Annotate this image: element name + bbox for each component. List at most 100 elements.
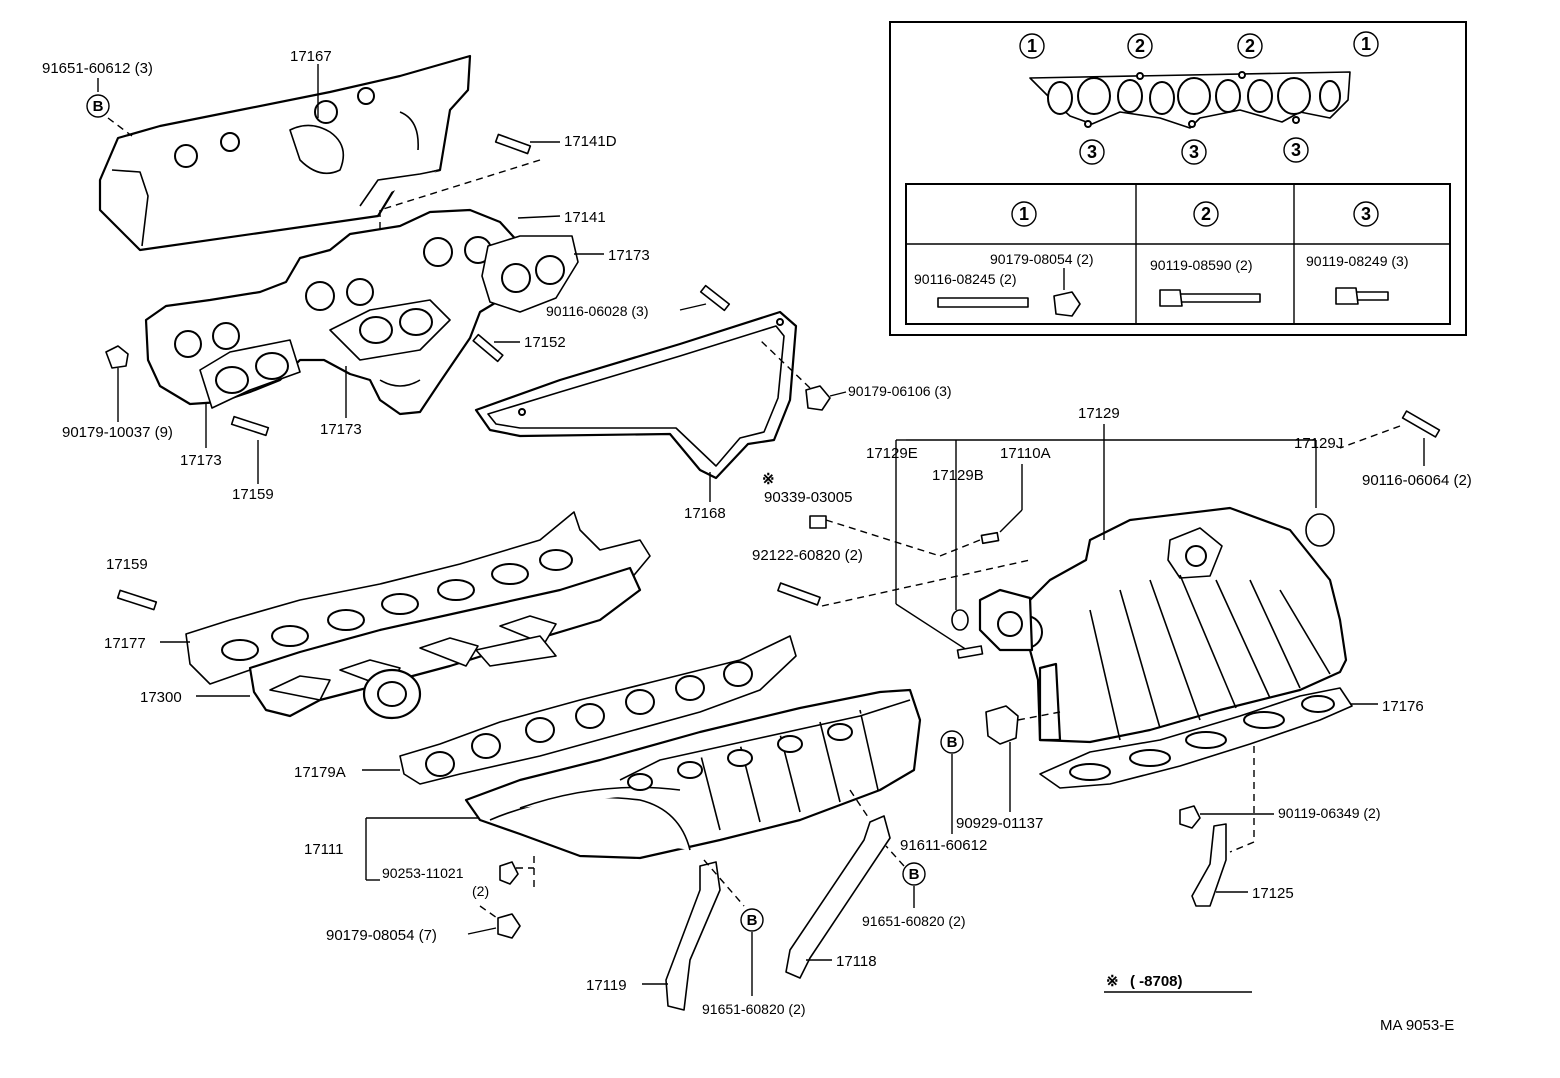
stay-17118 [785, 815, 891, 979]
label-17173-c: 17173 [320, 421, 362, 438]
stud-17152 [472, 333, 504, 363]
label-90339-03005: 90339-03005 [764, 489, 852, 506]
intake-manifold-17111 [464, 688, 922, 860]
inset-bottom-marks: 3 3 3 [1079, 137, 1309, 165]
nut-90179-06106 [805, 385, 831, 411]
inset-mark-1a: 1 [1027, 36, 1037, 56]
long-bolt-head-icon [1159, 289, 1183, 307]
label-90253-qty: (2) [472, 883, 489, 899]
label-17173-b: 17173 [180, 452, 222, 469]
inset-mark-3c: 3 [1291, 140, 1301, 160]
table-header-2: 2 [1201, 204, 1211, 224]
inset-mark-2a: 2 [1135, 36, 1145, 56]
mark-b-3 [902, 862, 926, 886]
plug-17129b [951, 609, 969, 631]
mark-b-1-text: B [93, 98, 104, 115]
inset-gasket-ports [1047, 71, 1341, 128]
stud-90116-06064 [1401, 410, 1441, 438]
label-17173-a: 17173 [608, 247, 650, 264]
part-90119-08590: 90119-08590 (2) [1150, 257, 1252, 273]
note-symbol-1: ※ [762, 471, 775, 488]
nut-90179-08054 [497, 913, 521, 939]
exhaust-gasket-17173-rear [481, 235, 579, 313]
table-header-1: 1 [1019, 204, 1029, 224]
plug-90339-03005 [809, 515, 827, 529]
short-bolt-icon [1353, 291, 1389, 301]
label-17129B: 17129B [932, 467, 984, 484]
label-17177: 17177 [104, 635, 146, 652]
label-17119: 17119 [586, 977, 627, 994]
stud-17159-lower [116, 589, 158, 611]
label-90116-06064: 90116-06064 (2) [1362, 472, 1472, 489]
inset-frame [889, 21, 1467, 336]
gasket-17179a [399, 635, 797, 785]
part-90179-08054-inset: 90179-08054 (2) [990, 251, 1094, 267]
label-17129E: 17129E [866, 445, 918, 462]
part-90119-08249: 90119-08249 (3) [1306, 253, 1408, 269]
stud-17141d [494, 133, 532, 155]
label-17179A: 17179A [294, 764, 346, 781]
label-17152: 17152 [524, 334, 566, 351]
bolt-90119-06349 [1179, 805, 1201, 829]
label-17110A: 17110A [1000, 445, 1051, 462]
label-17141: 17141 [564, 209, 606, 226]
mark-b-3-text: B [909, 866, 920, 883]
stud-17159-top [230, 415, 270, 437]
label-90179-08054: 90179-08054 (7) [326, 927, 437, 944]
part-90116-08245: 90116-08245 (2) [914, 271, 1016, 287]
stud-icon [937, 297, 1029, 308]
label-17111: 17111 [304, 841, 344, 858]
union-17129e [956, 645, 984, 659]
label-90253-11021: 90253-11021 [382, 865, 464, 881]
mark-b-2-text: B [947, 734, 958, 751]
label-90179-06106: 90179-06106 (3) [848, 383, 952, 399]
inset-mark-1b: 1 [1361, 34, 1371, 54]
short-bolt-head-icon [1335, 287, 1359, 305]
label-17129J: 17129J [1294, 435, 1343, 452]
table-header-3: 3 [1361, 204, 1371, 224]
gasket-17176 [1039, 687, 1353, 789]
label-17129: 17129 [1078, 405, 1120, 422]
label-17159-a: 17159 [232, 486, 274, 503]
note-date-range: ( -8708) [1130, 973, 1183, 990]
diagram-id: MA 9053-E [1380, 1017, 1454, 1034]
inset-top-marks: 1 2 2 1 [1019, 31, 1379, 59]
mark-b-2 [940, 730, 964, 754]
label-17176: 17176 [1382, 698, 1424, 715]
label-17118: 17118 [836, 953, 877, 970]
inset-mark-3a: 3 [1087, 142, 1097, 162]
inset-bolt-table: 1 2 3 90179-08054 (2) 90116-08245 (2) 90… [905, 183, 1451, 325]
insulator-17168 [474, 310, 798, 480]
nut-icon [1053, 291, 1081, 317]
inset-mark-2b: 2 [1245, 36, 1255, 56]
stay-17119 [665, 861, 721, 1011]
nut-90179-10037 [105, 345, 129, 369]
label-91651-60820-a: 91651-60820 (2) [862, 913, 966, 929]
label-17141D: 17141D [564, 133, 617, 150]
pipe-17110a [980, 531, 1000, 545]
stud-92122-60820 [777, 582, 821, 606]
exhaust-gasket-17173-front [199, 299, 451, 409]
label-17168: 17168 [684, 505, 726, 522]
stud-90116-06028 [699, 284, 731, 312]
mark-b-4 [740, 908, 764, 932]
label-17159-b: 17159 [106, 556, 148, 573]
iacv-17300 [248, 566, 642, 720]
seal-17129j [1305, 513, 1335, 547]
long-bolt-icon [1179, 293, 1261, 303]
label-91651-60820-b: 91651-60820 (2) [702, 1001, 806, 1017]
gasket-bolt-inset: 1 2 2 1 3 3 3 1 2 3 901 [889, 21, 1467, 336]
label-92122-60820: 92122-60820 (2) [752, 547, 863, 564]
mark-b-1 [86, 94, 110, 118]
label-90116-06028: 90116-06028 (3) [546, 303, 648, 319]
nut-90253-11021 [499, 861, 519, 885]
label-91611-60612: 91611-60612 [900, 837, 987, 854]
label-17300: 17300 [140, 689, 182, 706]
label-17167: 17167 [290, 48, 332, 65]
label-90929-01137: 90929-01137 [956, 815, 1043, 832]
label-91651-60612: 91651-60612 (3) [42, 60, 153, 77]
label-17125: 17125 [1252, 885, 1294, 902]
note-symbol-2: ※ [1106, 973, 1119, 990]
label-90119-06349: 90119-06349 (2) [1278, 805, 1380, 821]
